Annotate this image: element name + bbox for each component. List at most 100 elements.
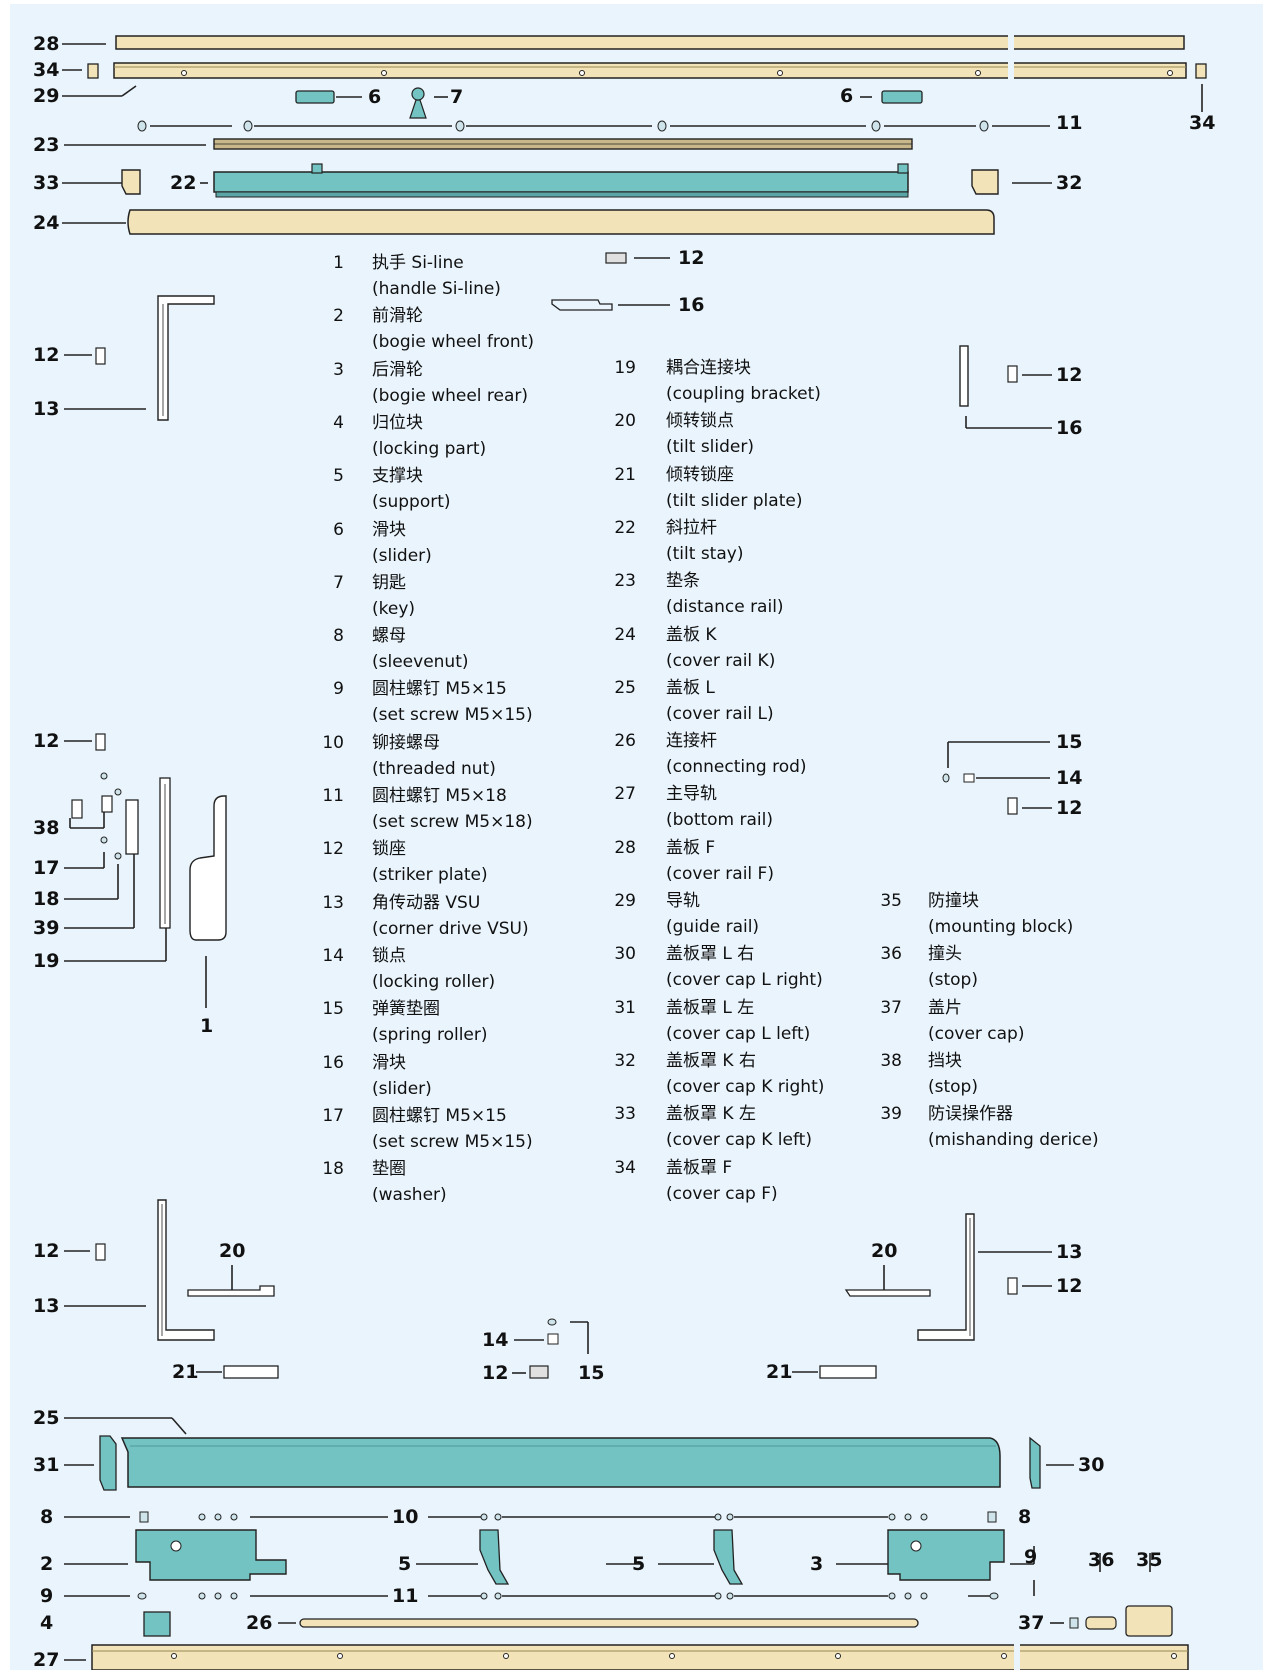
part-name-chinese: 倾转锁点 xyxy=(666,411,734,431)
part-number: 23 xyxy=(614,571,636,591)
part-name-chinese: 导轨 xyxy=(666,891,700,911)
part-number: 9 xyxy=(333,679,344,699)
callout-4: 4 xyxy=(40,1612,54,1634)
part-entry: 撞头(stop) xyxy=(928,943,978,991)
callout-12: 12 xyxy=(1056,364,1083,386)
callout-13: 13 xyxy=(33,398,60,420)
part-number: 37 xyxy=(880,998,902,1018)
callout-16: 16 xyxy=(1056,417,1083,439)
part-number: 11 xyxy=(322,786,344,806)
part-number: 27 xyxy=(614,784,636,804)
callout-19: 19 xyxy=(33,950,60,972)
part-name-chinese: 撞头 xyxy=(928,944,962,964)
part-entry: 锁座(striker plate) xyxy=(372,838,488,886)
part-entry: 斜拉杆(tilt stay) xyxy=(666,517,743,565)
part-name-chinese: 挡块 xyxy=(928,1051,962,1071)
part-entry: 盖板罩 K 左 (cover cap K left) xyxy=(666,1103,812,1151)
part-name-chinese: 盖板 L xyxy=(666,678,715,698)
part-name-english: (stop) xyxy=(928,1077,978,1097)
part-entry: 垫条(distance rail) xyxy=(666,570,784,618)
part-number: 1 xyxy=(333,253,344,273)
part-name-english: (mishanding derice) xyxy=(928,1130,1099,1150)
part-name-english: (cover cap K right) xyxy=(666,1077,825,1097)
part-name-chinese: 滑块 xyxy=(372,1053,406,1073)
callout-20: 20 xyxy=(219,1240,246,1262)
part-name-english: (slider) xyxy=(372,546,432,566)
part-name-english: (coupling bracket) xyxy=(666,384,821,404)
part-number: 6 xyxy=(333,520,344,540)
part-entry: 弹簧垫圈(spring roller) xyxy=(372,998,488,1046)
part-name-chinese: 连接杆 xyxy=(666,731,717,751)
part-name-english: (sleevenut) xyxy=(372,652,469,672)
part-name-english: (key) xyxy=(372,599,416,619)
part-entry: 支撑块(support) xyxy=(372,465,451,513)
callout-6: 6 xyxy=(840,85,854,107)
part-entry: 滑块(slider) xyxy=(372,519,432,567)
part-name-chinese: 盖片 xyxy=(928,998,962,1018)
part-number: 19 xyxy=(614,358,636,378)
part-number: 13 xyxy=(322,893,344,913)
callout-21: 21 xyxy=(766,1361,793,1383)
callout-28: 28 xyxy=(33,33,60,55)
part-name-english: (guide rail) xyxy=(666,917,760,937)
part-name-chinese: 螺母 xyxy=(372,626,406,646)
callout-21: 21 xyxy=(172,1361,199,1383)
callout-9: 9 xyxy=(40,1585,54,1607)
part-name-english: (tilt stay) xyxy=(666,544,744,564)
part-name-chinese: 执手 Si-line xyxy=(372,253,464,273)
part-name-english: (connecting rod) xyxy=(666,757,807,777)
part-name-english: (cover cap K left) xyxy=(666,1130,812,1150)
callout-20: 20 xyxy=(871,1240,898,1262)
callout-14: 14 xyxy=(482,1329,509,1351)
part-number: 4 xyxy=(333,413,344,433)
callout-11: 11 xyxy=(1056,112,1083,134)
part-entry: 锁点(locking roller) xyxy=(372,945,495,993)
part-number: 38 xyxy=(880,1051,902,1071)
callout-7: 7 xyxy=(450,86,464,108)
part-entry: 钥匙(key) xyxy=(372,572,415,620)
part-number: 29 xyxy=(614,891,636,911)
part-number: 30 xyxy=(614,944,636,964)
part-entry: 铆接螺母(threaded nut) xyxy=(372,732,496,780)
part-name-english: (tilt slider plate) xyxy=(666,491,803,511)
callout-9: 9 xyxy=(1024,1546,1038,1568)
callout-12: 12 xyxy=(33,730,60,752)
part-name-chinese: 倾转锁座 xyxy=(666,465,734,485)
callout-29: 29 xyxy=(33,85,60,107)
part-number: 24 xyxy=(614,625,636,645)
part-name-chinese: 角传动器 VSU xyxy=(372,893,481,913)
part-name-english: (threaded nut) xyxy=(372,759,496,779)
part-number: 22 xyxy=(614,518,636,538)
callout-34: 34 xyxy=(33,59,60,81)
callout-33: 33 xyxy=(33,172,60,194)
part-name-chinese: 主导轨 xyxy=(666,784,717,804)
part-number: 21 xyxy=(614,465,636,485)
callout-16: 16 xyxy=(678,294,705,316)
part-number: 16 xyxy=(322,1053,344,1073)
part-entry: 连接杆 (connecting rod) xyxy=(666,730,807,778)
part-name-chinese: 防误操作器 xyxy=(928,1104,1013,1124)
part-entry: 倾转锁座 (tilt slider plate) xyxy=(666,464,802,512)
part-name-chinese: 盖板罩 L 右 xyxy=(666,944,755,964)
callout-14: 14 xyxy=(1056,767,1083,789)
callout-6: 6 xyxy=(368,86,382,108)
part-entry: 圆柱螺钉 M5×15(set screw M5×15) xyxy=(372,1105,533,1153)
callout-12: 12 xyxy=(1056,797,1083,819)
part-entry: 防误操作器 (mishanding derice) xyxy=(928,1103,1099,1151)
part-entry: 执手 Si-line(handle Si-line) xyxy=(372,252,501,300)
part-name-english: (corner drive VSU) xyxy=(372,919,529,939)
part-name-english: (set screw M5×15) xyxy=(372,1132,533,1152)
part-name-chinese: 盖板罩 K 左 xyxy=(666,1104,756,1124)
part-entry: 后滑轮(bogie wheel rear) xyxy=(372,359,528,407)
part-name-english: (cover rail L) xyxy=(666,704,774,724)
part-name-chinese: 支撑块 xyxy=(372,466,423,486)
part-number: 20 xyxy=(614,411,636,431)
callout-23: 23 xyxy=(33,134,60,156)
callout-22: 22 xyxy=(170,172,197,194)
part-number: 32 xyxy=(614,1051,636,1071)
part-entry: 圆柱螺钉 M5×15(set screw M5×15) xyxy=(372,678,533,726)
part-name-chinese: 垫条 xyxy=(666,571,700,591)
callout-17: 17 xyxy=(33,857,60,879)
part-number: 36 xyxy=(880,944,902,964)
